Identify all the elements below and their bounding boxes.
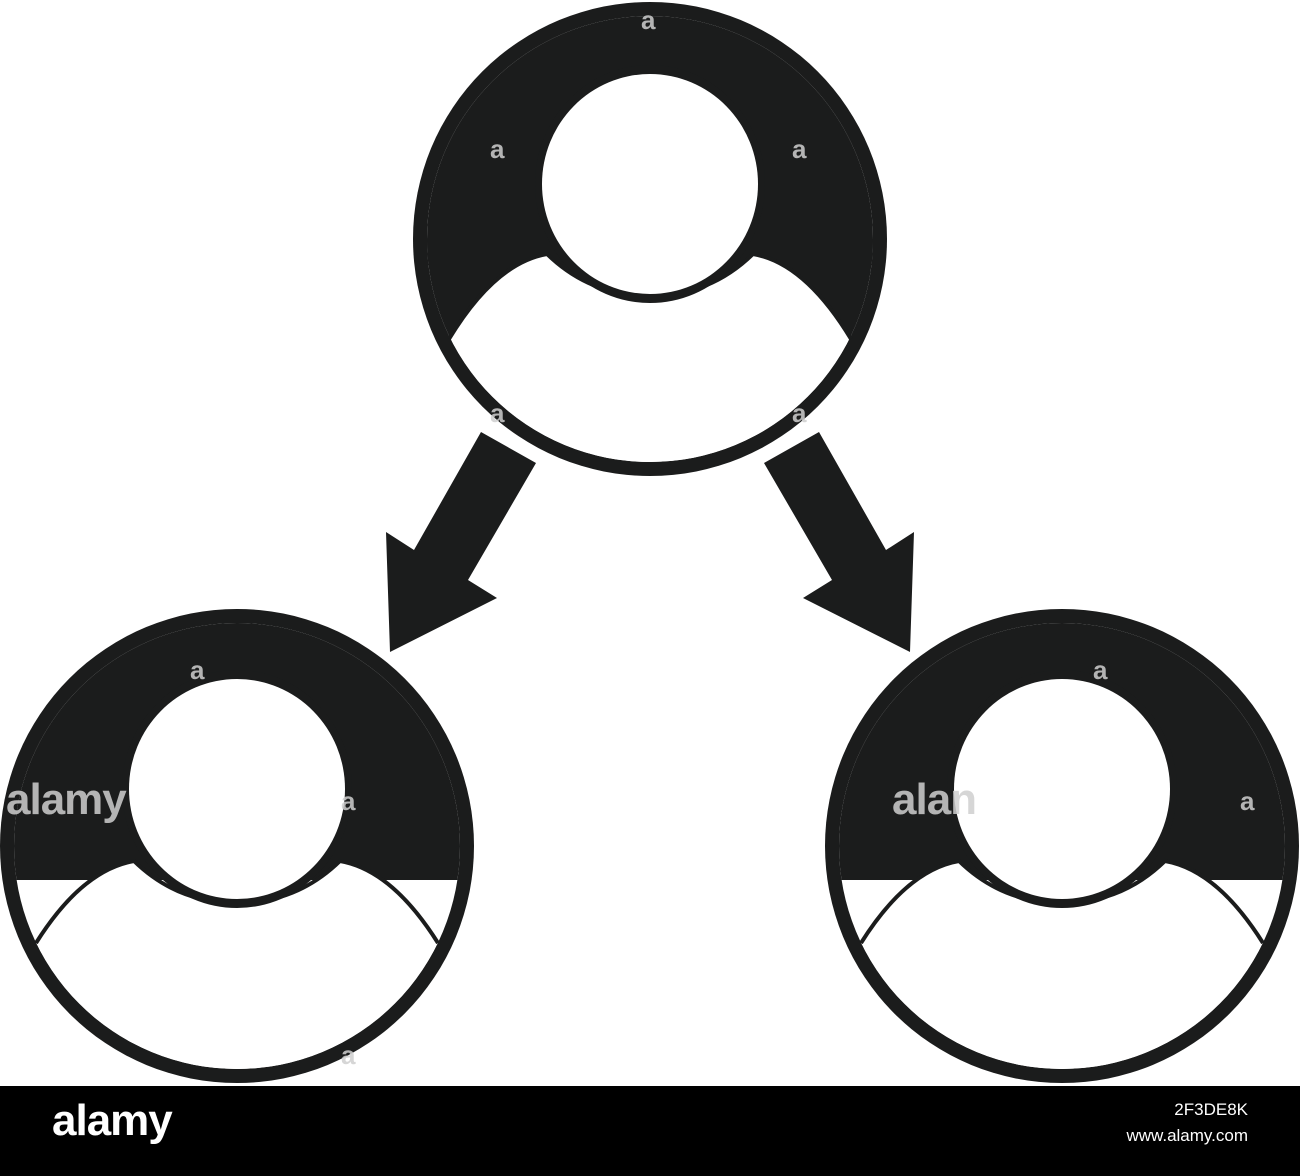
arrow-to-left-user bbox=[386, 432, 536, 652]
user-avatar-icon bbox=[413, 2, 887, 476]
alamy-logo: alamy bbox=[52, 1096, 173, 1145]
arrow-to-right-user bbox=[764, 432, 914, 652]
user-node-right bbox=[825, 609, 1299, 1083]
user-node-left bbox=[0, 609, 474, 1083]
arrow-down-right-icon bbox=[764, 432, 914, 652]
footer-url: www.alamy.com bbox=[1126, 1126, 1248, 1145]
user-avatar-icon bbox=[825, 609, 1299, 1083]
referral-diagram bbox=[0, 2, 1299, 1083]
user-avatar-icon bbox=[0, 609, 474, 1083]
footer-bar: alamy 2F3DE8K www.alamy.com bbox=[0, 1086, 1300, 1176]
image-id: 2F3DE8K bbox=[1174, 1100, 1248, 1119]
user-node-top bbox=[413, 2, 887, 476]
arrow-down-left-icon bbox=[386, 432, 536, 652]
